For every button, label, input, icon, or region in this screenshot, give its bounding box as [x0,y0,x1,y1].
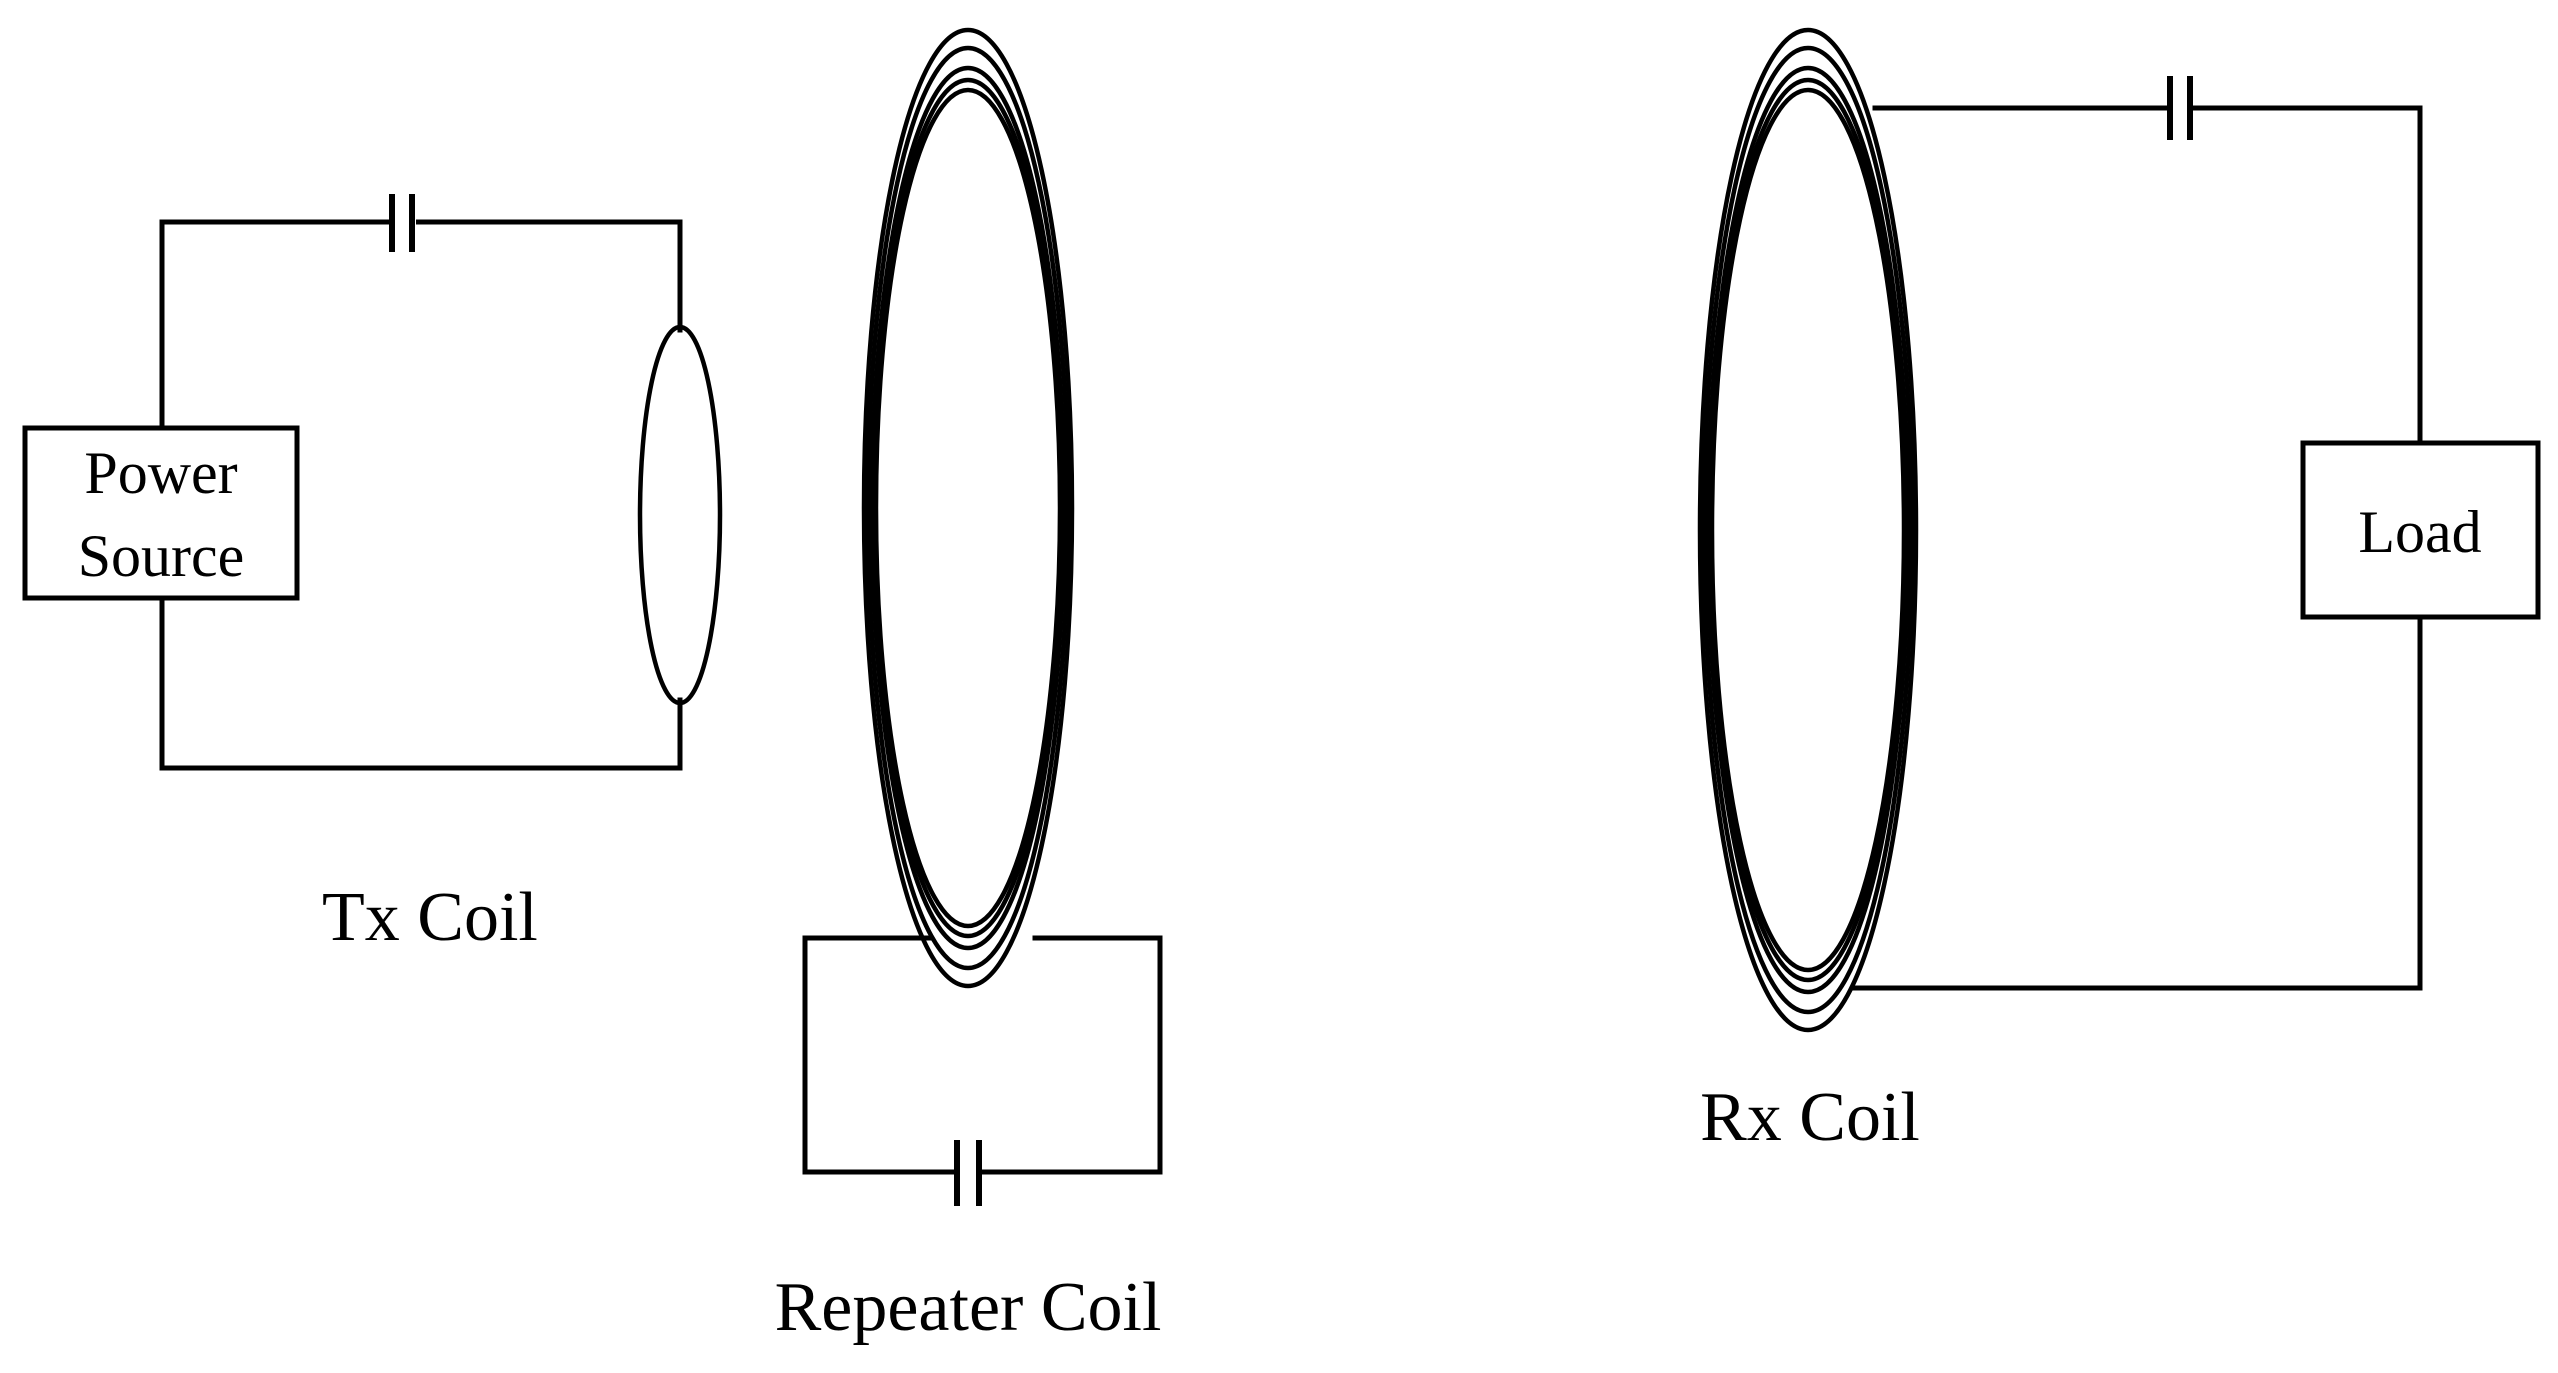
power-source-box: Power Source [22,425,300,601]
tx-capacitor [389,194,416,252]
repeater-circuit: Repeater Coil [775,27,1163,1346]
load-box: Load [2300,440,2541,620]
repeater-capacitor [954,1140,982,1206]
rx-bottom-wire [1852,614,2423,991]
rx-coil-label: Rx Coil [1700,1079,1920,1156]
rx-circuit: Load Rx Coil [1697,27,2541,1156]
tx-circuit: Power Source Tx Coil [22,194,723,956]
repeater-loop-wire [802,935,1163,1175]
rx-top-wire [1872,105,2423,446]
tx-bottom-wire [159,595,683,771]
tx-top-wire [159,219,683,431]
rx-coil [1697,27,1919,1033]
repeater-coil [861,27,1075,989]
tx-coil [637,324,723,706]
power-source-label-line1: Power [84,440,237,506]
load-label: Load [2358,499,2481,565]
repeater-coil-label: Repeater Coil [775,1269,1162,1346]
tx-coil-label: Tx Coil [322,879,538,956]
rx-capacitor [2167,76,2193,140]
power-source-label-line2: Source [78,523,245,589]
